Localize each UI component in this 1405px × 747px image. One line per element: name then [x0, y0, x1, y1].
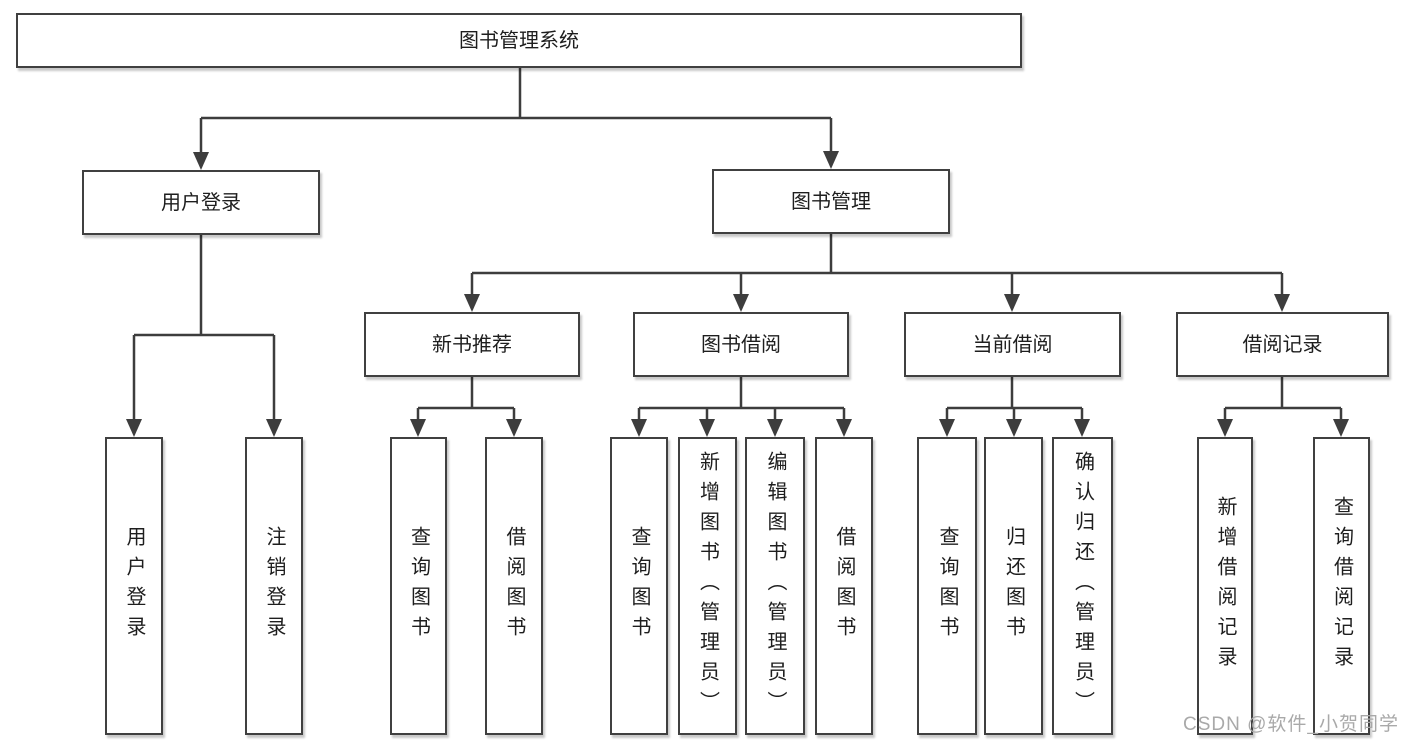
leaf-return-books: 归还图书 [984, 437, 1043, 735]
node-label: 图书管理系统 [459, 29, 579, 52]
leaf-add-book-admin: 新增图书（管理员） [678, 437, 737, 735]
leaf-borrow-books-recommend: 借阅图书 [485, 437, 543, 735]
watermark-text: CSDN @软件_小贺同学 [1183, 714, 1399, 735]
arrowhead-icons [126, 151, 1349, 437]
node-label: 查询图书 [628, 526, 650, 646]
leaf-user-login: 用户登录 [105, 437, 163, 735]
node-label: 查询图书 [407, 526, 430, 646]
node-label: 新增借阅记录 [1214, 496, 1236, 676]
node-label: 图书借阅 [701, 333, 781, 356]
node-label: 查询图书 [936, 526, 958, 646]
leaf-borrow-books-borrowing: 借阅图书 [815, 437, 873, 735]
node-label: 编辑图书（管理员） [764, 451, 786, 721]
node-label: 新书推荐 [432, 333, 512, 356]
node-label: 归还图书 [1002, 526, 1025, 646]
leaf-edit-book-admin: 编辑图书（管理员） [745, 437, 805, 735]
node-label: 图书管理 [791, 190, 871, 213]
node-label: 借阅图书 [833, 526, 855, 646]
leaf-query-books-borrowing: 查询图书 [610, 437, 668, 735]
leaf-query-borrow-record: 查询借阅记录 [1313, 437, 1370, 735]
node-book-borrowing: 图书借阅 [633, 312, 849, 377]
leaf-logout: 注销登录 [245, 437, 303, 735]
node-library-management-system: 图书管理系统 [16, 13, 1022, 68]
node-user-login: 用户登录 [82, 170, 320, 235]
node-borrow-records: 借阅记录 [1176, 312, 1389, 377]
node-label: 借阅记录 [1242, 333, 1323, 356]
leaf-query-books-recommend: 查询图书 [390, 437, 447, 735]
node-label: 当前借阅 [972, 333, 1053, 356]
leaf-confirm-return-admin: 确认归还（管理员） [1052, 437, 1113, 735]
node-current-borrowing: 当前借阅 [904, 312, 1121, 377]
leaf-query-books-current: 查询图书 [917, 437, 977, 735]
node-label: 查询借阅记录 [1330, 496, 1353, 676]
node-book-management: 图书管理 [712, 169, 950, 234]
node-label: 用户登录 [123, 526, 145, 646]
node-label: 用户登录 [161, 191, 241, 214]
node-label: 注销登录 [263, 526, 285, 646]
node-new-book-recommend: 新书推荐 [364, 312, 580, 377]
node-label: 借阅图书 [503, 526, 525, 646]
leaf-add-borrow-record: 新增借阅记录 [1197, 437, 1253, 735]
node-label: 确认归还（管理员） [1071, 451, 1094, 721]
node-label: 新增图书（管理员） [696, 451, 719, 721]
